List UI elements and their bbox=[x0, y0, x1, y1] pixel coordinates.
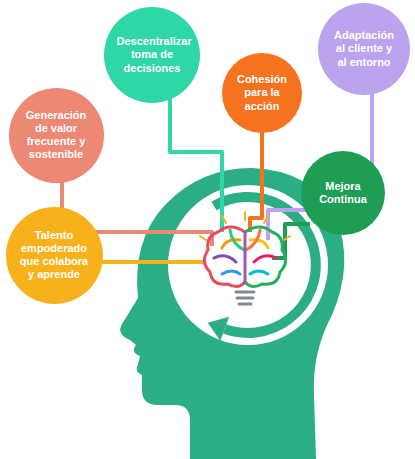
circle-label: Mejora Continua bbox=[312, 180, 374, 206]
concept-circle: Cohesión para la acción bbox=[222, 53, 302, 133]
brain-stroke bbox=[244, 232, 247, 282]
brain-stroke bbox=[204, 227, 245, 287]
bulb-rays bbox=[200, 212, 290, 240]
circle-label: Descentralizar toma de decisiones bbox=[117, 35, 188, 75]
concept-circle: Generación de valor frecuente y sostenib… bbox=[9, 88, 104, 183]
circle-fill bbox=[9, 88, 104, 183]
cycle-arrow bbox=[214, 197, 316, 333]
circle-fill bbox=[301, 151, 385, 235]
bulb-base bbox=[236, 292, 254, 304]
concept-circle: Adaptación al cliente y al entorno bbox=[318, 3, 410, 95]
circle-label: Talento empoderado que colabora y aprend… bbox=[18, 229, 90, 282]
concept-circle: Descentralizar toma de decisiones bbox=[104, 7, 200, 103]
brain-stroke bbox=[245, 227, 286, 287]
circle-label: Generación de valor frecuente y sostenib… bbox=[21, 109, 91, 162]
circle-fill bbox=[6, 207, 103, 304]
brain-stroke bbox=[246, 230, 260, 250]
brain-stroke bbox=[214, 256, 236, 262]
brain-stroke bbox=[254, 256, 276, 262]
circle-label: Cohesión para la acción bbox=[233, 73, 292, 113]
brain-stroke bbox=[250, 271, 268, 274]
brain-icon bbox=[200, 212, 290, 304]
concept-circle: Talento empoderado que colabora y aprend… bbox=[6, 207, 103, 304]
brain-stroke bbox=[222, 271, 240, 274]
head-inner-disc bbox=[168, 185, 328, 345]
leader-line bbox=[272, 224, 310, 258]
circle-label: Adaptación al cliente y al entorno bbox=[330, 29, 398, 69]
leader-line bbox=[250, 120, 262, 232]
circle-fill bbox=[104, 7, 200, 103]
circle-fill bbox=[318, 3, 410, 95]
leader-line bbox=[170, 90, 222, 232]
leader-line bbox=[90, 260, 206, 264]
brain-stroke bbox=[230, 230, 244, 250]
cycle-arrowhead bbox=[208, 317, 229, 341]
concept-circle: Mejora Continua bbox=[301, 151, 385, 235]
circle-fill bbox=[222, 53, 302, 133]
